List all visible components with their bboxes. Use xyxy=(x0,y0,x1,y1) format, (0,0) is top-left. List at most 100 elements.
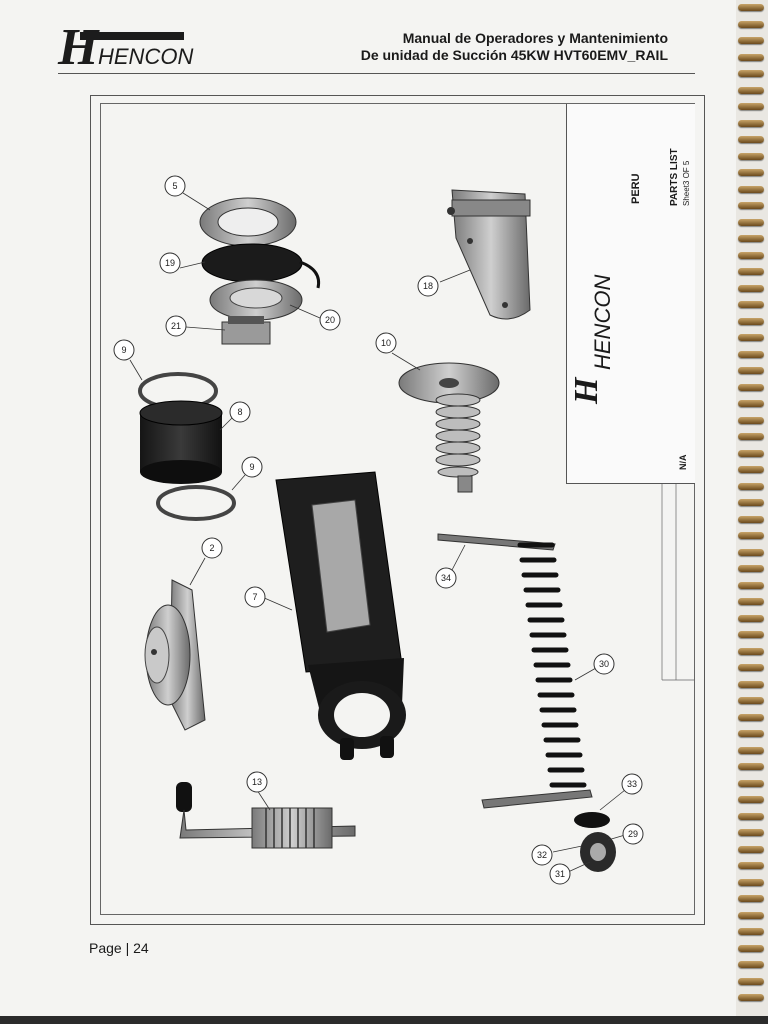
part-hose-clamps-sleeve xyxy=(138,372,236,521)
part-spring-pin xyxy=(176,782,356,849)
callout-7-label: 7 xyxy=(252,592,257,602)
binding-ring xyxy=(738,433,764,440)
callout-2-label: 2 xyxy=(209,543,214,553)
callout-8: 8 xyxy=(229,401,251,423)
binding-ring xyxy=(738,532,764,539)
binding-ring xyxy=(738,449,764,457)
binding-ring xyxy=(738,499,764,506)
binding-ring xyxy=(738,136,764,143)
binding-ring xyxy=(738,680,764,688)
exploded-parts-drawing: 5 19 20 21 18 10 9 8 9 2 7 34 30 13 33 2… xyxy=(113,104,695,885)
binding-ring xyxy=(738,994,764,1001)
callout-5: 5 xyxy=(164,175,186,197)
spiral-binding xyxy=(736,0,768,1024)
callout-5-label: 5 xyxy=(172,181,177,191)
binding-ring xyxy=(738,829,764,836)
binding-ring xyxy=(738,4,764,11)
callout-18: 18 xyxy=(417,275,439,297)
binding-ring xyxy=(738,185,764,193)
callout-30: 30 xyxy=(593,653,615,675)
document-title: Manual de Operadores y Mantenimiento De … xyxy=(361,30,668,64)
binding-ring xyxy=(738,515,764,523)
document-title-line2: De unidad de Succión 45KW HVT60EMV_RAIL xyxy=(360,47,668,63)
binding-ring xyxy=(738,878,764,886)
callout-9-bottom-label: 9 xyxy=(249,462,254,472)
binding-ring xyxy=(738,367,764,374)
part-hinge-bracket xyxy=(447,189,531,320)
binding-ring xyxy=(738,895,764,902)
binding-ring xyxy=(738,763,764,770)
binding-ring xyxy=(738,565,764,572)
binding-ring xyxy=(738,20,764,28)
binding-ring xyxy=(738,383,764,391)
callout-29: 29 xyxy=(622,823,644,845)
binding-ring xyxy=(738,812,764,820)
callout-32: 32 xyxy=(531,844,553,866)
callout-33: 33 xyxy=(621,773,643,795)
binding-ring xyxy=(738,251,764,259)
callout-leaders xyxy=(129,192,626,873)
page-number: Page | 24 xyxy=(89,940,149,956)
binding-ring xyxy=(738,614,764,622)
binding-ring xyxy=(738,235,764,242)
part-knife-gate-valve xyxy=(275,471,406,760)
callout-19: 19 xyxy=(159,252,181,274)
binding-ring xyxy=(738,944,764,952)
binding-ring xyxy=(738,53,764,61)
title-block-logo: HENCON xyxy=(590,274,615,370)
drawing-frame-outer xyxy=(90,95,705,925)
callout-31-label: 31 xyxy=(555,869,565,879)
callout-33-label: 33 xyxy=(627,779,637,789)
binding-ring xyxy=(738,70,764,77)
binding-ring xyxy=(738,845,764,853)
callout-8-label: 8 xyxy=(237,407,242,417)
drawing-title-block xyxy=(566,104,695,484)
binding-ring xyxy=(738,218,764,226)
binding-ring xyxy=(738,416,764,424)
callout-10-label: 10 xyxy=(381,338,391,348)
part-flange-assembly xyxy=(199,197,321,345)
callout-20: 20 xyxy=(319,309,341,331)
part-spring-flange xyxy=(398,362,500,493)
binding-ring xyxy=(738,482,764,490)
binding-ring xyxy=(738,713,764,721)
binding-ring xyxy=(738,911,764,919)
hencon-logo: H HENCON xyxy=(58,19,193,76)
callout-19-label: 19 xyxy=(165,258,175,268)
binding-ring xyxy=(738,779,764,787)
logo-h-letter: H xyxy=(58,19,99,76)
callout-13: 13 xyxy=(246,771,268,793)
title-block-sheet-number: Sheet3 OF 5 xyxy=(682,160,691,206)
title-block-scale: N/A xyxy=(678,454,688,471)
binding-ring xyxy=(738,581,764,589)
binding-ring xyxy=(738,119,764,127)
binding-ring xyxy=(738,169,764,176)
callout-9-bottom: 9 xyxy=(241,456,263,478)
logo-bar xyxy=(80,32,184,40)
binding-ring xyxy=(738,37,764,44)
binding-ring xyxy=(738,284,764,292)
document-title-line1: Manual de Operadores y Mantenimiento xyxy=(402,30,668,46)
callout-30-label: 30 xyxy=(599,659,609,669)
callout-7: 7 xyxy=(244,586,266,608)
binding-ring xyxy=(738,796,764,803)
callout-13-label: 13 xyxy=(252,777,262,787)
page-bottom-edge xyxy=(0,1016,768,1024)
binding-ring xyxy=(738,631,764,638)
callout-34: 34 xyxy=(435,567,457,589)
drawing-frame-inner xyxy=(100,103,695,915)
binding-ring xyxy=(738,103,764,110)
callout-21: 21 xyxy=(165,315,187,337)
binding-ring xyxy=(738,202,764,209)
callout-32-label: 32 xyxy=(537,850,547,860)
logo-wordmark: HENCON xyxy=(98,44,194,69)
callout-2: 2 xyxy=(201,537,223,559)
binding-ring xyxy=(738,746,764,754)
title-block-country: PERU xyxy=(630,173,642,204)
binding-ring xyxy=(738,647,764,655)
callout-20-label: 20 xyxy=(325,315,335,325)
binding-ring xyxy=(738,400,764,407)
binding-ring xyxy=(738,317,764,325)
binding-ring xyxy=(738,598,764,605)
manual-page: H HENCON Manual de Operadores y Mantenim… xyxy=(0,0,738,1016)
